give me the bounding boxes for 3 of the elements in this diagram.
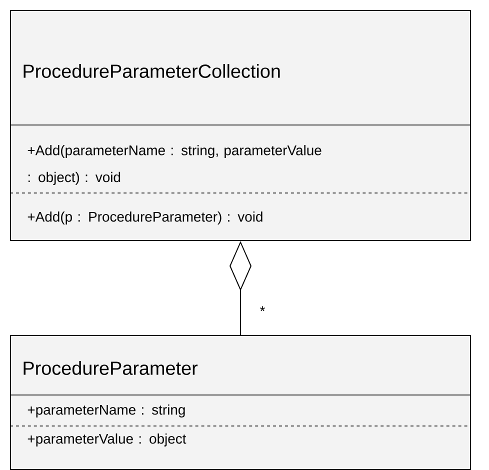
class-box: ProcedureParameter +parameterName : string +parameterValue : object: [10, 334, 471, 470]
class-box: ProcedureParameterCollection +Add(parameterName : string, parameterValue : object) : void +Add(p : ProcedureParameter) : void: [10, 10, 471, 241]
multiplicity-label: *: [260, 306, 266, 312]
